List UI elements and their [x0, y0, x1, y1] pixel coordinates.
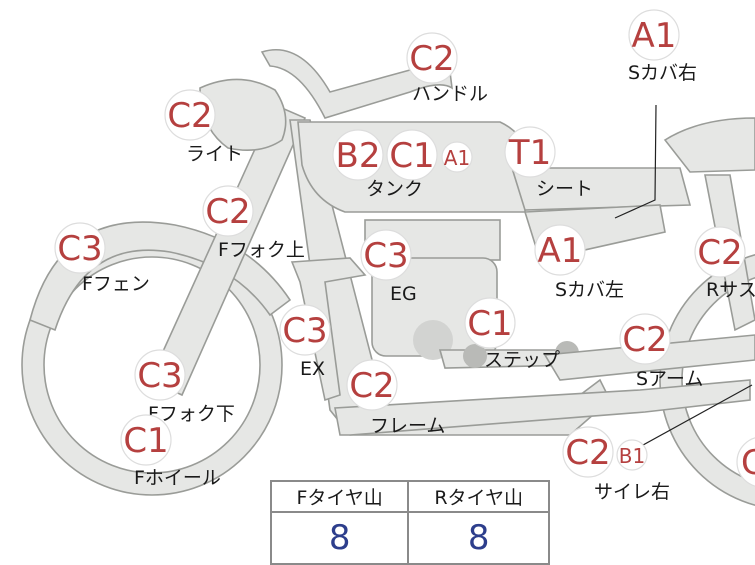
- grade-light: C2: [167, 96, 212, 136]
- rear-tire-value: 8: [407, 511, 550, 565]
- grade-badge-frame: [346, 359, 398, 411]
- grade-rear-cut: C: [741, 443, 755, 483]
- grade-badge-tank-a1: [441, 141, 473, 173]
- grade-exhaust: C3: [282, 311, 327, 351]
- grade-badge-front-wheel: [120, 414, 172, 466]
- label-handle: ハンドル: [412, 83, 488, 105]
- label-side-stand-right: サイレ右: [594, 481, 670, 503]
- handlebar-shape: [260, 48, 454, 119]
- label-seat: シート: [536, 178, 593, 200]
- grade-badge-rear-cut: [736, 437, 755, 487]
- grade-badge-side-cover-right: [628, 9, 680, 61]
- label-tank: タンク: [366, 178, 423, 200]
- tire-tread-table: Fタイヤ山 Rタイヤ山 8 8: [269, 480, 550, 565]
- grade-badge-front-fork-lower: [134, 349, 186, 401]
- grade-badge-seat: [504, 126, 556, 178]
- grade-side-cover-right: A1: [632, 16, 677, 56]
- label-front-fork-lower: Fフォク下: [148, 403, 235, 425]
- label-rear-suspension: Rサス: [706, 279, 755, 301]
- seat-rear: [663, 117, 755, 173]
- grade-rear-suspension: C2: [697, 233, 742, 273]
- grade-badge-tank-b2: [332, 129, 384, 181]
- leader-lines: [614, 104, 753, 456]
- grade-badge-light: [164, 89, 216, 141]
- tire-table-header-row: Fタイヤ山 Rタイヤ山: [269, 480, 550, 513]
- leader-line-side-cover-right: [614, 104, 657, 219]
- label-light: ライト: [186, 143, 243, 165]
- tire-table-value-row: 8 8: [269, 511, 550, 565]
- grade-front-fender: C3: [57, 229, 102, 269]
- label-side-cover-left: Sカバ左: [555, 279, 624, 301]
- grade-badge-handle: [406, 32, 458, 84]
- grade-badge-step: [464, 297, 516, 349]
- grade-badge-side-stand-b1: [616, 439, 648, 471]
- label-front-fender: Fフェン: [82, 273, 150, 295]
- grade-swing-arm: C2: [622, 320, 667, 360]
- grade-front-fork-lower: C3: [137, 356, 182, 396]
- seat-shape: [510, 167, 692, 211]
- grade-front-wheel: C1: [123, 421, 168, 461]
- label-front-wheel: Fホイール: [134, 467, 221, 489]
- grade-badge-tank-c1: [386, 129, 438, 181]
- grade-front-fork-upper: C2: [205, 192, 250, 232]
- grade-side-stand-c2: C2: [565, 433, 610, 473]
- grade-engine: C3: [363, 236, 408, 276]
- front-tire-header: Fタイヤ山: [269, 480, 410, 513]
- grade-tank-b2: B2: [336, 136, 381, 176]
- grade-frame: C2: [349, 366, 394, 406]
- grade-side-stand-b1: B1: [619, 444, 645, 468]
- grade-badge-swing-arm: [619, 313, 671, 365]
- grade-side-cover-left: A1: [538, 231, 583, 271]
- grade-badge-front-fork-upper: [202, 185, 254, 237]
- grade-tank-a1: A1: [444, 146, 470, 170]
- grade-badges: C2 A1 C2 B2 C1 A1 T1 C2 C3 C3 A1 C2 C3: [54, 9, 755, 487]
- grade-badge-side-cover-left: [534, 224, 586, 276]
- grade-tank-c1: C1: [389, 136, 434, 176]
- rear-tire-header: Rタイヤ山: [407, 480, 550, 513]
- label-exhaust: EX: [300, 358, 325, 380]
- grade-badge-side-stand-c2: [562, 426, 614, 478]
- leader-line-side-stand-right: [624, 384, 753, 456]
- label-step: ステップ: [484, 349, 560, 371]
- front-tire-value: 8: [269, 511, 410, 565]
- part-labels: ハンドル Sカバ右 ライト タンク シート Fフォク上 Fフェン EG Sカバ左…: [82, 62, 755, 503]
- label-swing-arm: Sアーム: [636, 368, 703, 390]
- step-peg-left: [463, 344, 487, 368]
- grade-step: C1: [467, 304, 512, 344]
- grade-handle: C2: [409, 39, 454, 79]
- grade-seat: T1: [508, 133, 551, 173]
- label-front-fork-upper: Fフォク上: [218, 239, 305, 261]
- grade-badge-rear-suspension: [694, 226, 746, 278]
- grade-badge-engine: [360, 229, 412, 281]
- label-engine: EG: [390, 283, 417, 305]
- label-side-cover-right: Sカバ右: [628, 62, 697, 84]
- headlight-shape: [199, 78, 287, 151]
- grade-badge-exhaust: [279, 304, 331, 356]
- grade-badge-front-fender: [54, 222, 106, 274]
- label-frame: フレーム: [370, 415, 445, 437]
